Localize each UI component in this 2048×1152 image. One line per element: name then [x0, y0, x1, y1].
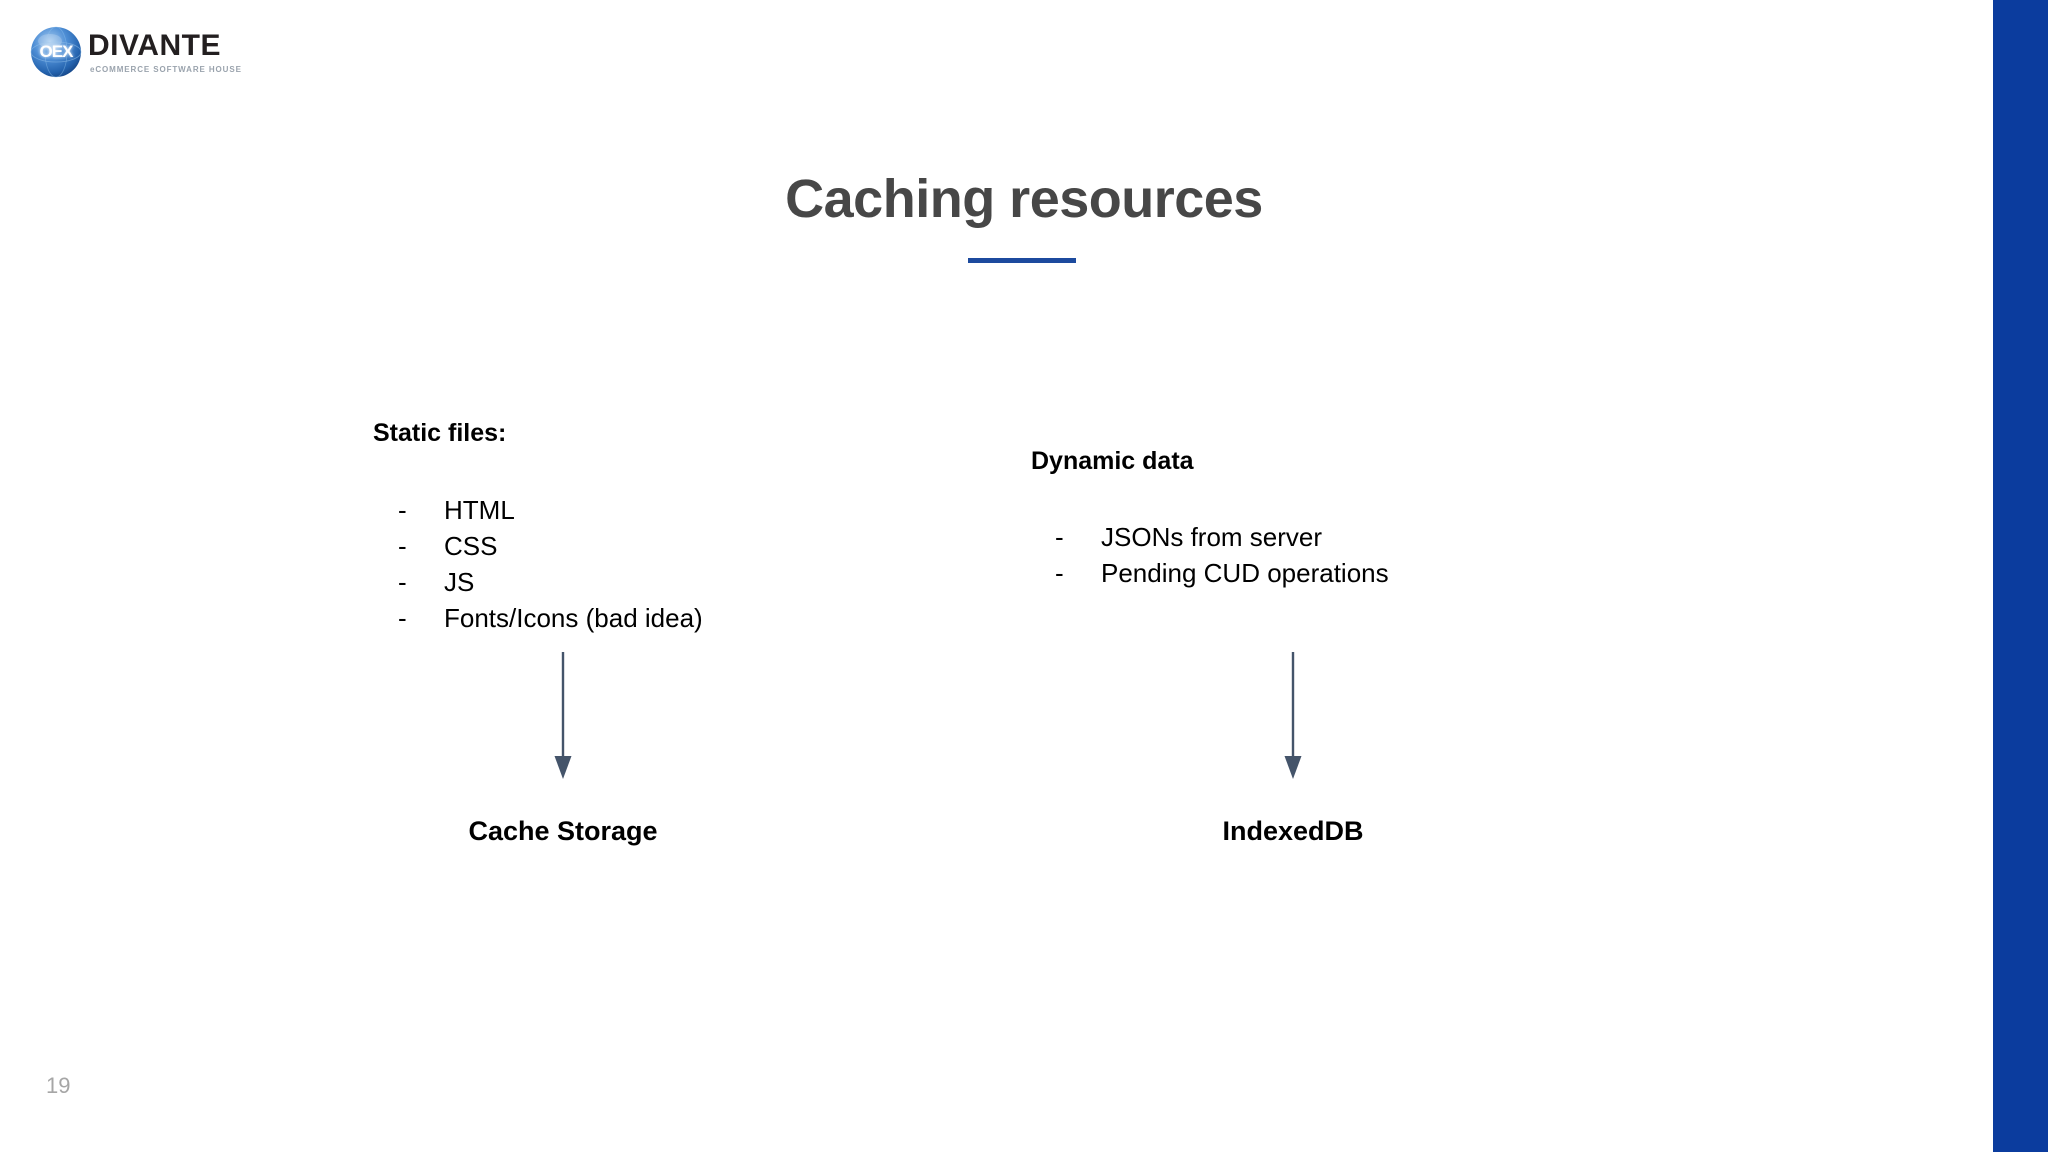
list-item: - Pending CUD operations — [1055, 555, 1389, 591]
logo-mark-text: OEX — [39, 42, 74, 61]
bullet-dash: - — [1055, 558, 1064, 588]
list-item: - Fonts/Icons (bad idea) — [398, 600, 703, 636]
bullet-dash: - — [398, 603, 407, 633]
dynamic-data-heading: Dynamic data — [1031, 447, 1194, 475]
down-arrow-icon — [1284, 652, 1302, 779]
indexeddb-label: IndexedDB — [1222, 816, 1364, 846]
page-number: 19 — [46, 1073, 71, 1098]
static-files-list: - HTML - CSS - JS - Fonts/Icons (bad ide… — [398, 492, 703, 636]
bullet-dash: - — [398, 567, 407, 597]
bullet-dash: - — [398, 495, 407, 525]
bullet-dash: - — [1055, 522, 1064, 552]
list-item: - JSONs from server — [1055, 519, 1389, 555]
list-item: - CSS — [398, 528, 703, 564]
list-item-label: JS — [444, 567, 475, 597]
list-item-label: HTML — [444, 495, 515, 525]
globe-icon — [30, 26, 82, 78]
title-accent-underline — [968, 258, 1076, 263]
list-item: - HTML — [398, 492, 703, 528]
divante-logo: OEX DIVANTE eCOMMERCE SOFTWARE HOUSE — [30, 26, 241, 78]
right-accent-bar — [1993, 0, 2048, 1152]
bullet-dash: - — [398, 531, 407, 561]
cache-storage-label: Cache Storage — [468, 816, 658, 846]
down-arrow-icon — [554, 652, 572, 779]
logo-tagline: eCOMMERCE SOFTWARE HOUSE — [90, 65, 242, 74]
list-item-label: Fonts/Icons (bad idea) — [444, 603, 703, 633]
logo-wordmark: DIVANTE — [88, 29, 221, 62]
list-item-label: Pending CUD operations — [1101, 558, 1389, 588]
static-files-heading: Static files: — [373, 419, 507, 447]
dynamic-data-list: - JSONs from server - Pending CUD operat… — [1055, 519, 1389, 591]
list-item: - JS — [398, 564, 703, 600]
page-title: Caching resources — [785, 169, 1263, 229]
list-item-label: JSONs from server — [1101, 522, 1323, 552]
list-item-label: CSS — [444, 531, 498, 561]
